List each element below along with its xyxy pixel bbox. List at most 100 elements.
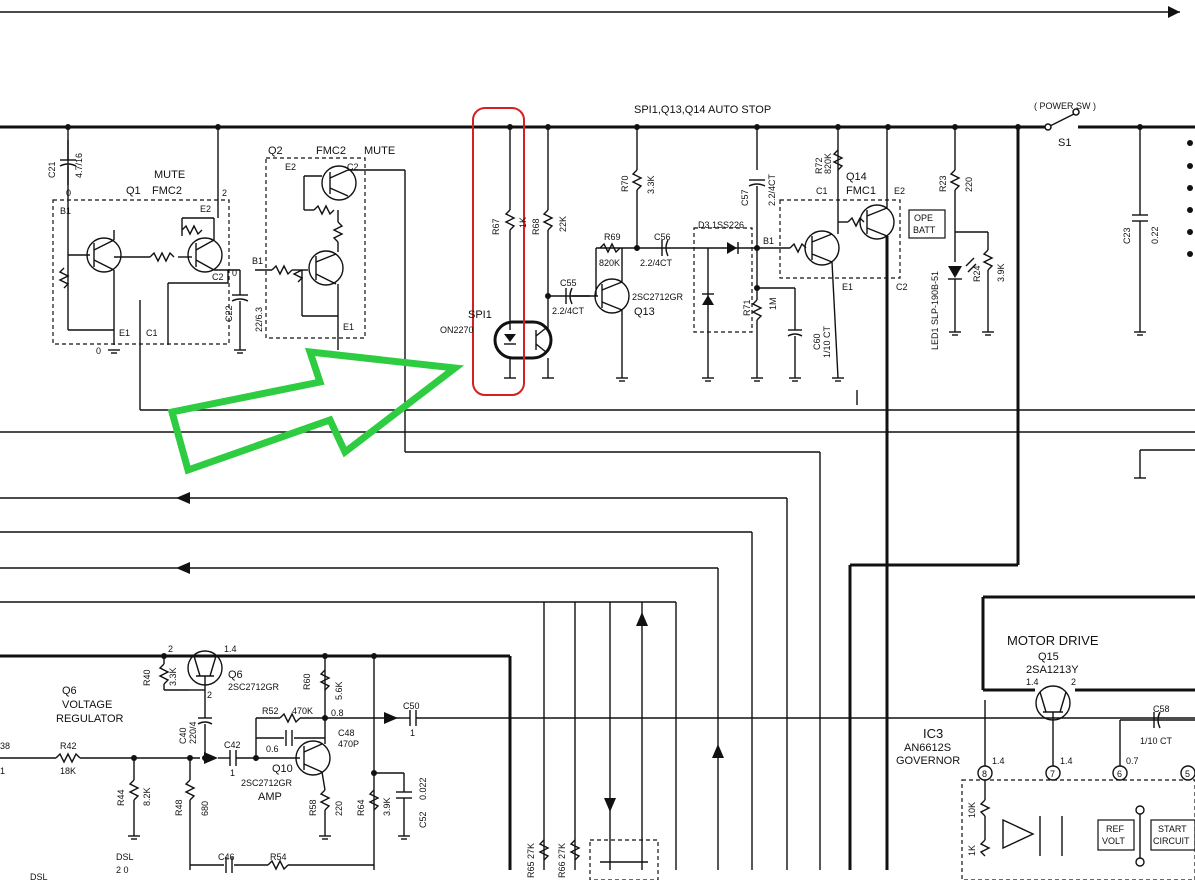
c52-name: C52 xyxy=(418,811,428,828)
q14-e1: E1 xyxy=(842,282,853,292)
q14-circuit xyxy=(748,127,1020,870)
r66-label: R66 27K xyxy=(557,843,567,878)
r72-value: 820K xyxy=(823,153,833,174)
ic3-pin7: 7 xyxy=(1050,769,1055,779)
c42-value: 1 xyxy=(230,768,235,778)
q6-title-voltage: VOLTAGE xyxy=(62,699,112,711)
ic3-name: IC3 xyxy=(923,726,943,741)
c58-value: 1/10 CT xyxy=(1140,736,1173,746)
s1-label: S1 xyxy=(1058,137,1071,149)
mute1-zero-top: 0 xyxy=(66,188,71,198)
c48-name: C48 xyxy=(338,728,355,738)
r23-value: 220 xyxy=(964,177,974,192)
volt-label: VOLT xyxy=(1102,836,1125,846)
dsl2-label: DSL xyxy=(30,872,48,880)
c52-value: 0.022 xyxy=(418,777,428,800)
r42-value: 18K xyxy=(60,766,76,776)
q13-part: 2SC2712GR xyxy=(632,292,684,302)
r48-name: R48 xyxy=(174,799,184,816)
start-label: START xyxy=(1158,824,1187,834)
d3-label: D3 1SS226 xyxy=(698,220,744,230)
r24-value: 3.9K xyxy=(996,263,1006,282)
r48-value: 680 xyxy=(200,801,210,816)
c21-name: C21 xyxy=(47,161,57,178)
ic3-pin6: 6 xyxy=(1117,769,1122,779)
c60-value: 1/10 CT xyxy=(822,325,832,358)
mute2-title: MUTE xyxy=(364,145,395,157)
ope-label: OPE xyxy=(914,213,933,223)
ground-q1 xyxy=(108,349,120,354)
c56-value: 2.2/4CT xyxy=(640,258,673,268)
ic3-pin5: 5 xyxy=(1185,769,1190,779)
mute1-title: MUTE xyxy=(154,169,185,181)
mute1-e2: E2 xyxy=(200,204,211,214)
c57-value: 2.2/4CT xyxy=(767,173,777,206)
mute1-zero-bot: 0 xyxy=(96,346,101,356)
q14-name: Q14 xyxy=(846,171,867,183)
batt-label: BATT xyxy=(913,225,936,235)
c50-value: 1 xyxy=(410,728,415,738)
q14-c1: C1 xyxy=(816,186,828,196)
c60-name: C60 xyxy=(812,333,822,350)
q10-part: 2SC2712GR xyxy=(241,778,293,788)
spi1-part: ON2270 xyxy=(440,325,474,335)
c50-name: C50 xyxy=(403,701,420,711)
r44-name: R44 xyxy=(116,789,126,806)
r71-name: R71 xyxy=(742,299,752,316)
r69-name: R69 xyxy=(604,232,621,242)
green-highlight-arrow xyxy=(167,347,465,475)
mute-q1-block xyxy=(52,127,1195,411)
q6-two-a: 2 xyxy=(168,644,173,654)
ic3-v14b: 1.4 xyxy=(1060,756,1073,766)
bottom-resistors xyxy=(538,839,659,880)
q14-part: FMC1 xyxy=(846,185,876,197)
amp-label: AMP xyxy=(258,791,282,803)
r38-label: 38 xyxy=(0,741,10,751)
r64-value: 3.9K xyxy=(382,797,392,816)
q6-title-q6: Q6 xyxy=(62,685,77,697)
mute2-c2: C2 xyxy=(347,162,359,172)
led-circuit xyxy=(908,127,1195,479)
r72-name: R72 xyxy=(814,157,824,174)
c23-value: 0.22 xyxy=(1150,226,1160,244)
auto-stop-label: SPI1,Q13,Q14 AUTO STOP xyxy=(634,104,771,116)
mute1-two: 2 xyxy=(222,188,227,198)
signal-lines xyxy=(0,431,1195,870)
r71-value: 1M xyxy=(768,297,778,310)
q10-v06: 0.6 xyxy=(266,744,279,754)
mute2-e1: E1 xyxy=(343,322,354,332)
ic3-r10k: 10K xyxy=(967,802,977,818)
q14-c2: C2 xyxy=(896,282,908,292)
ic3-func: GOVERNOR xyxy=(896,755,960,767)
c40-name: C40 xyxy=(178,727,188,744)
c48-value: 470P xyxy=(338,739,359,749)
motor-two: 2 xyxy=(1071,677,1076,687)
r65-label: R65 27K xyxy=(526,843,536,878)
mute1-part: FMC2 xyxy=(152,185,182,197)
mute2-q: Q2 xyxy=(268,145,283,157)
r44-value: 8.2K xyxy=(142,787,152,806)
ref-label: REF xyxy=(1106,824,1125,834)
ic3-pin8: 8 xyxy=(982,769,987,779)
q6-part: 2SC2712GR xyxy=(228,682,280,692)
mute1-c2: C2 xyxy=(212,272,224,282)
ic3-v14a: 1.4 xyxy=(992,756,1005,766)
q6-v14: 1.4 xyxy=(224,644,237,654)
c22-name: C22 xyxy=(224,305,234,322)
motor-title: MOTOR DRIVE xyxy=(1007,633,1099,648)
power-switch-label: ( POWER SW ) xyxy=(1034,101,1096,111)
mute-q2-block xyxy=(255,157,821,870)
motor-part: 2SA1213Y xyxy=(1026,664,1079,676)
ic3-r1k: 1K xyxy=(967,845,977,856)
q6-name: Q6 xyxy=(228,669,243,681)
r64-name: R64 xyxy=(356,799,366,816)
r40-value: 3.3K xyxy=(168,667,178,686)
r40-name: R40 xyxy=(142,669,152,686)
top-signal-line xyxy=(0,6,1180,18)
motor-v14: 1.4 xyxy=(1026,677,1039,687)
r60-value: 5.6K xyxy=(334,681,344,700)
ic3-v07: 0.7 xyxy=(1126,756,1139,766)
r52-name: R52 xyxy=(262,706,279,716)
q14-e2: E2 xyxy=(894,186,905,196)
